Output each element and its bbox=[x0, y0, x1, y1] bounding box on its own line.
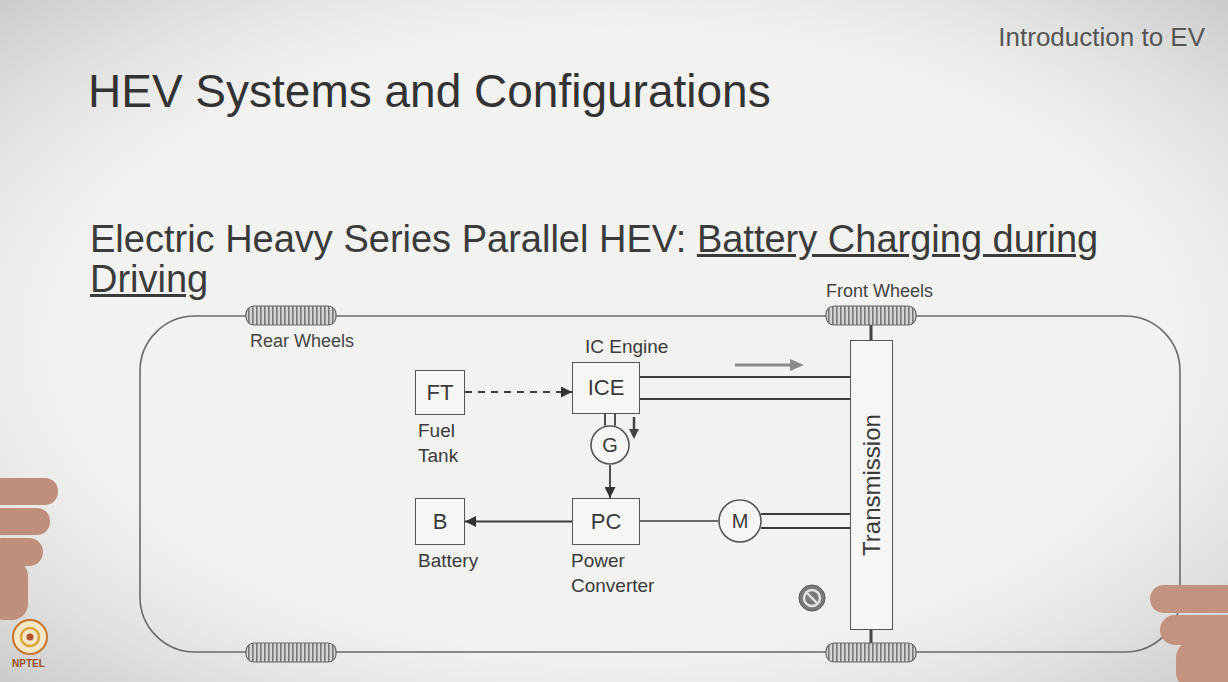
node-caption: Power Converter bbox=[571, 550, 654, 596]
subtitle-text: Electric Heavy Series Parallel HEV: bbox=[90, 218, 686, 260]
node-label: B bbox=[433, 509, 448, 535]
node-caption: IC Engine bbox=[585, 336, 668, 357]
label-box: NPTEL bbox=[12, 658, 45, 669]
front-axle bbox=[870, 629, 873, 644]
drive-shaft bbox=[640, 377, 850, 399]
blocked-symbol bbox=[799, 585, 825, 611]
nptel-logo bbox=[13, 620, 47, 654]
drive-shaft bbox=[761, 514, 850, 528]
generator-circle: G bbox=[590, 425, 630, 465]
flow-arrow bbox=[633, 417, 636, 430]
car-outline bbox=[140, 316, 1180, 652]
left-hand bbox=[0, 478, 58, 620]
wheel bbox=[246, 306, 336, 325]
battery-box: BBattery bbox=[415, 498, 465, 545]
right-hand bbox=[1150, 585, 1228, 682]
slide-title: HEV Systems and Configurations bbox=[88, 65, 771, 117]
power-arrow bbox=[609, 465, 611, 498]
circle-outline bbox=[591, 426, 629, 464]
transmission-box: Transmission bbox=[850, 340, 893, 630]
circle-outline bbox=[719, 500, 761, 542]
flow-arrowhead bbox=[790, 359, 804, 371]
wheel bbox=[826, 306, 916, 325]
node-label: G bbox=[602, 434, 618, 457]
node-caption: Fuel Tank bbox=[418, 420, 458, 466]
label-box: Introduction to EV bbox=[998, 22, 1205, 53]
slide-title-box: HEV Systems and Configurations bbox=[88, 66, 771, 116]
node-label: M bbox=[732, 510, 749, 533]
drive-shaft bbox=[605, 414, 615, 426]
engine-box: ICEIC Engine bbox=[572, 362, 640, 414]
node-label: PC bbox=[591, 509, 622, 535]
node-label: FT bbox=[427, 380, 454, 406]
wheel-label: Rear Wheels bbox=[250, 331, 354, 351]
fuel-tank-box: FTFuel Tank bbox=[415, 370, 465, 415]
node-caption-box: Battery bbox=[418, 548, 508, 573]
node-label: Transmission bbox=[858, 414, 886, 556]
power-line bbox=[640, 520, 718, 522]
wheel-label: Front Wheels bbox=[826, 281, 933, 301]
node-caption-box: IC Engine bbox=[585, 334, 705, 359]
converter-box: PCPower Converter bbox=[572, 498, 640, 545]
motor-circle: M bbox=[718, 499, 762, 543]
power-arrow bbox=[465, 521, 572, 523]
node-caption-box: Fuel Tank bbox=[418, 418, 473, 468]
front-axle bbox=[870, 325, 873, 341]
subtitle-line: Electric Heavy Series Parallel HEV:Batte… bbox=[90, 219, 1160, 299]
flow-arrow bbox=[735, 364, 792, 367]
node-caption-box: Power Converter bbox=[571, 548, 663, 598]
label-box: Rear Wheels bbox=[250, 331, 354, 352]
label-box: Front Wheels bbox=[826, 281, 933, 302]
fuel-line bbox=[465, 391, 572, 393]
section-label: Introduction to EV bbox=[998, 22, 1205, 52]
logo-text: NPTEL bbox=[12, 658, 45, 669]
node-label: ICE bbox=[588, 375, 625, 401]
flow-arrowhead bbox=[629, 429, 639, 439]
node-caption: Battery bbox=[418, 550, 478, 571]
wheel bbox=[246, 643, 336, 662]
wheel bbox=[826, 643, 916, 662]
